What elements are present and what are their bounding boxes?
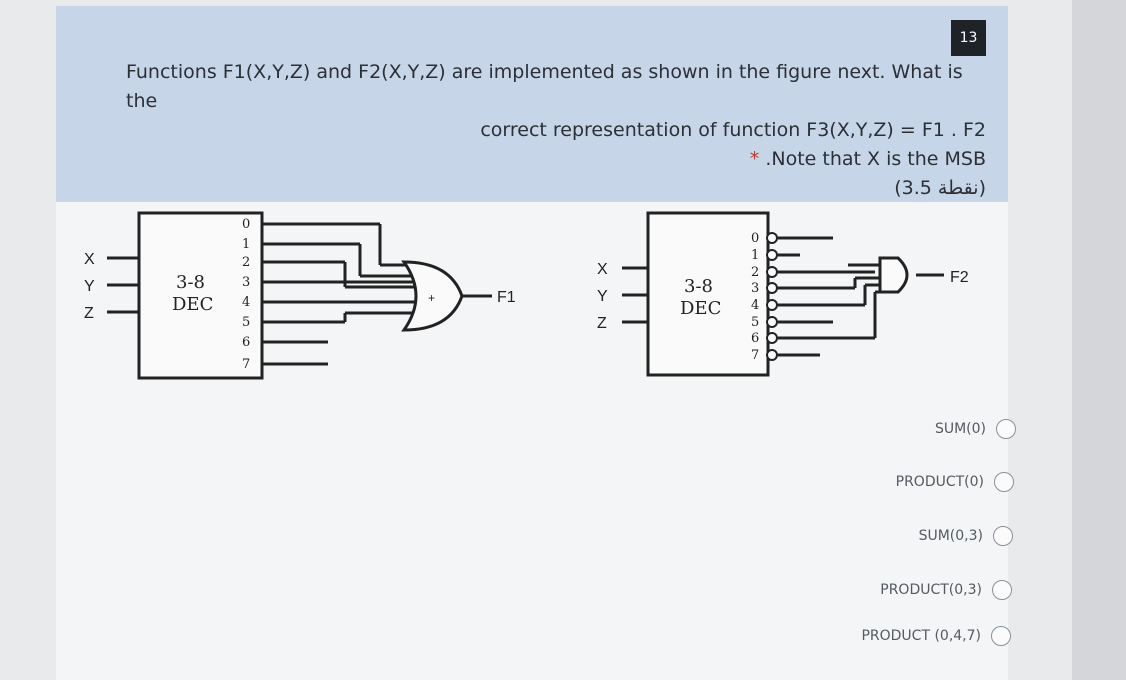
d2-input-y: Y xyxy=(597,288,608,305)
d1-out-2: 2 xyxy=(242,255,250,270)
option-product-0-4-7[interactable]: PRODUCT (0,4,7) xyxy=(861,622,1011,650)
d1-out-5: 5 xyxy=(242,315,250,330)
d1-out-6: 6 xyxy=(242,335,250,350)
option-label: PRODUCT (0,4,7) xyxy=(861,628,981,644)
radio-button[interactable] xyxy=(993,526,1013,546)
d2-input-z: Z xyxy=(597,315,607,332)
d2-input-x: X xyxy=(597,261,608,278)
d1-input-y: Y xyxy=(84,278,95,295)
question-note: * .Note that X is the MSB xyxy=(116,145,986,174)
required-star: * xyxy=(749,148,760,170)
option-label: PRODUCT(0,3) xyxy=(880,582,982,598)
d2-out-0: 0 xyxy=(751,231,759,246)
decoder-2-box xyxy=(646,211,770,377)
radio-button[interactable] xyxy=(991,626,1011,646)
question-header: 13 Functions F1(X,Y,Z) and F2(X,Y,Z) are… xyxy=(56,6,1008,202)
question-points: (نقطة 3.5) xyxy=(894,177,986,199)
d1-input-x: X xyxy=(84,251,95,268)
f2-label: F2 xyxy=(950,269,969,286)
d2-out-7: 7 xyxy=(751,348,759,363)
d1-out-4: 4 xyxy=(242,295,250,310)
option-label: SUM(0,3) xyxy=(918,528,983,544)
option-sum-0[interactable]: SUM(0) xyxy=(935,415,1016,443)
d1-out-1: 1 xyxy=(242,237,250,252)
d1-out-7: 7 xyxy=(242,357,250,372)
d2-out-3: 3 xyxy=(751,281,759,296)
radio-button[interactable] xyxy=(996,419,1016,439)
option-label: SUM(0) xyxy=(934,421,986,437)
d1-label-1: 3-8 xyxy=(176,272,205,293)
d2-out-2: 2 xyxy=(751,265,759,280)
radio-button[interactable] xyxy=(994,472,1014,492)
d2-out-5: 5 xyxy=(751,315,759,330)
option-product-0-3[interactable]: PRODUCT(0,3) xyxy=(880,576,1012,604)
question-line-2: correct representation of function F3(X,… xyxy=(480,119,986,141)
d2-label-2: DEC xyxy=(680,298,721,319)
d2-label-1: 3-8 xyxy=(684,276,713,297)
d1-label-2: DEC xyxy=(172,294,213,315)
d1-out-0: 0 xyxy=(242,217,250,232)
window-edge xyxy=(1072,0,1126,680)
d2-out-6: 6 xyxy=(751,331,759,346)
option-label: PRODUCT(0) xyxy=(895,474,984,490)
d2-out-4: 4 xyxy=(751,298,759,313)
d1-input-z: Z xyxy=(84,305,94,322)
option-product-0[interactable]: PRODUCT(0) xyxy=(896,468,1014,496)
question-number-badge: 13 xyxy=(951,20,986,56)
or-symbol: + xyxy=(428,291,435,305)
d1-out-3: 3 xyxy=(242,275,250,290)
f1-label: F1 xyxy=(497,289,516,306)
question-line-1: Functions F1(X,Y,Z) and F2(X,Y,Z) are im… xyxy=(126,61,963,112)
and-gate xyxy=(878,256,909,294)
d2-out-1: 1 xyxy=(751,248,759,263)
decoder-1-box xyxy=(137,211,264,380)
question-text: Functions F1(X,Y,Z) and F2(X,Y,Z) are im… xyxy=(116,58,986,203)
question-card: 13 Functions F1(X,Y,Z) and F2(X,Y,Z) are… xyxy=(56,6,1008,680)
option-sum-0-3[interactable]: SUM(0,3) xyxy=(919,522,1013,550)
or-gate xyxy=(401,260,464,332)
radio-button[interactable] xyxy=(992,580,1012,600)
note-text: .Note that X is the MSB xyxy=(765,148,986,170)
